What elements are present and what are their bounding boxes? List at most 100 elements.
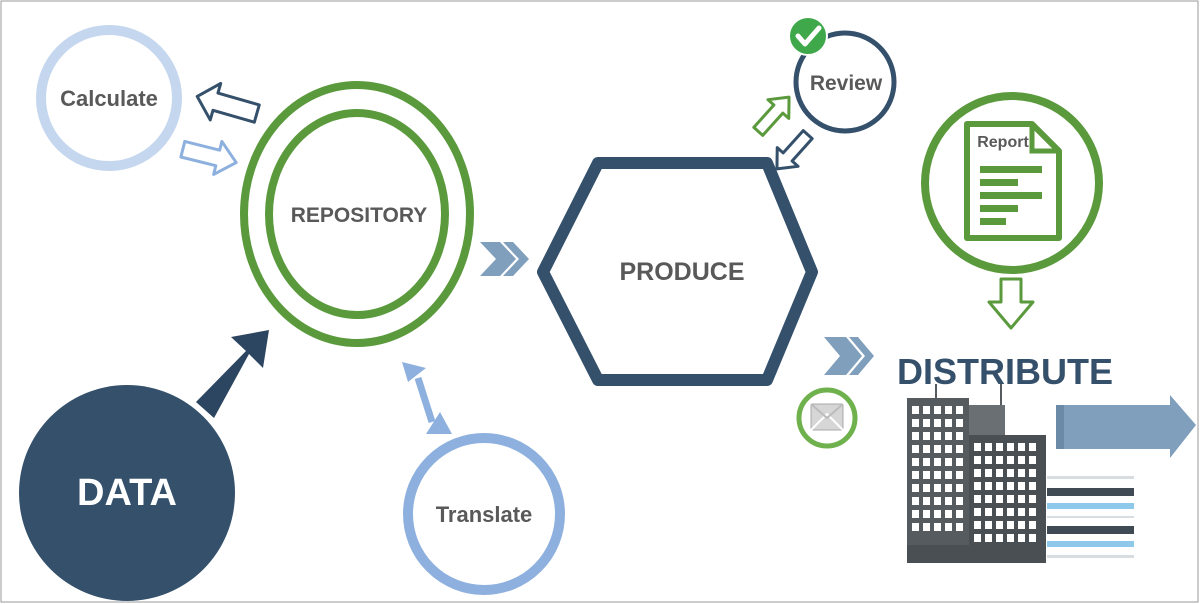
building-window [1007, 482, 1014, 490]
translate-link [414, 376, 436, 424]
building-window [956, 510, 963, 518]
building-window [912, 510, 919, 518]
big-arrow-shadow [1056, 405, 1064, 449]
produce-hexagon [537, 157, 818, 386]
building-window [974, 443, 981, 451]
building-window [974, 508, 981, 516]
arrow-from-review [775, 129, 814, 171]
building-window [945, 419, 952, 427]
building-window [945, 471, 952, 479]
building-window [1007, 508, 1014, 516]
building-window [912, 406, 919, 414]
report-document-icon [964, 121, 1062, 241]
building-window [934, 445, 941, 453]
building-window [985, 482, 992, 490]
building-window [1029, 469, 1036, 477]
building-window [923, 471, 930, 479]
building-window [985, 456, 992, 464]
building-window [1029, 482, 1036, 490]
building-window [912, 432, 919, 440]
building-window [956, 419, 963, 427]
building-window [923, 432, 930, 440]
arrow-from-calculate [179, 139, 238, 176]
building-window [1018, 443, 1025, 451]
building-window [985, 469, 992, 477]
building-window [945, 458, 952, 466]
review-label: Review [810, 72, 883, 95]
repository-inner-ring [265, 109, 449, 319]
building-window [1007, 534, 1014, 542]
building-window [956, 406, 963, 414]
arrow-report-down [987, 277, 1035, 330]
building-window [956, 445, 963, 453]
building-window [945, 484, 952, 492]
check-icon [788, 16, 828, 56]
calculate-circle [36, 25, 182, 171]
building-window [974, 495, 981, 503]
building-window [912, 458, 919, 466]
building-window [985, 521, 992, 529]
building-window [996, 534, 1003, 542]
building-window [974, 469, 981, 477]
chevron-arrow-icon-1 [480, 242, 529, 276]
building-window [912, 419, 919, 427]
building-window [1018, 521, 1025, 529]
report-label: Report [977, 134, 1029, 151]
arrow-to-calculate [195, 81, 261, 124]
building-window [996, 495, 1003, 503]
building-window [1007, 469, 1014, 477]
building-window [923, 419, 930, 427]
arrow-to-review [752, 95, 791, 137]
building-window [945, 497, 952, 505]
data-label: DATA [77, 472, 177, 514]
building-window [1018, 495, 1025, 503]
building-window [923, 458, 930, 466]
building-window [934, 484, 941, 492]
building-window [1007, 456, 1014, 464]
calculate-label: Calculate [60, 86, 158, 111]
building-window [956, 458, 963, 466]
building-window [974, 482, 981, 490]
envelope-icon [796, 387, 858, 449]
building-window [923, 510, 930, 518]
building-window [996, 508, 1003, 516]
building-window [974, 521, 981, 529]
building-window [1018, 534, 1025, 542]
building-window [1018, 469, 1025, 477]
building-window [996, 469, 1003, 477]
building-window [1007, 521, 1014, 529]
building-window [1029, 534, 1036, 542]
building-window [956, 523, 963, 531]
building-window [945, 510, 952, 518]
building-window [956, 432, 963, 440]
building-window [934, 432, 941, 440]
produce-label: PRODUCE [619, 258, 744, 286]
building-window [1007, 443, 1014, 451]
building-window [945, 432, 952, 440]
building-window [996, 521, 1003, 529]
review-circle [793, 30, 897, 134]
building-window [923, 445, 930, 453]
building-window [956, 497, 963, 505]
building-window [1018, 508, 1025, 516]
double-arrow-down-head [426, 412, 452, 434]
building-window [996, 443, 1003, 451]
building-window [974, 534, 981, 542]
building-window [934, 523, 941, 531]
building-window [945, 406, 952, 414]
chevron-arrow-icon-2 [824, 337, 874, 375]
building-window [956, 484, 963, 492]
building-window [934, 471, 941, 479]
building-window [956, 471, 963, 479]
building-window [1007, 495, 1014, 503]
building-window [1029, 521, 1036, 529]
building-window [996, 482, 1003, 490]
building-window [923, 523, 930, 531]
data-to-repository-arrow [196, 330, 269, 418]
building-window [1029, 456, 1036, 464]
building-window [912, 445, 919, 453]
building-window [1018, 482, 1025, 490]
building-window [985, 443, 992, 451]
data-circle [19, 385, 235, 601]
